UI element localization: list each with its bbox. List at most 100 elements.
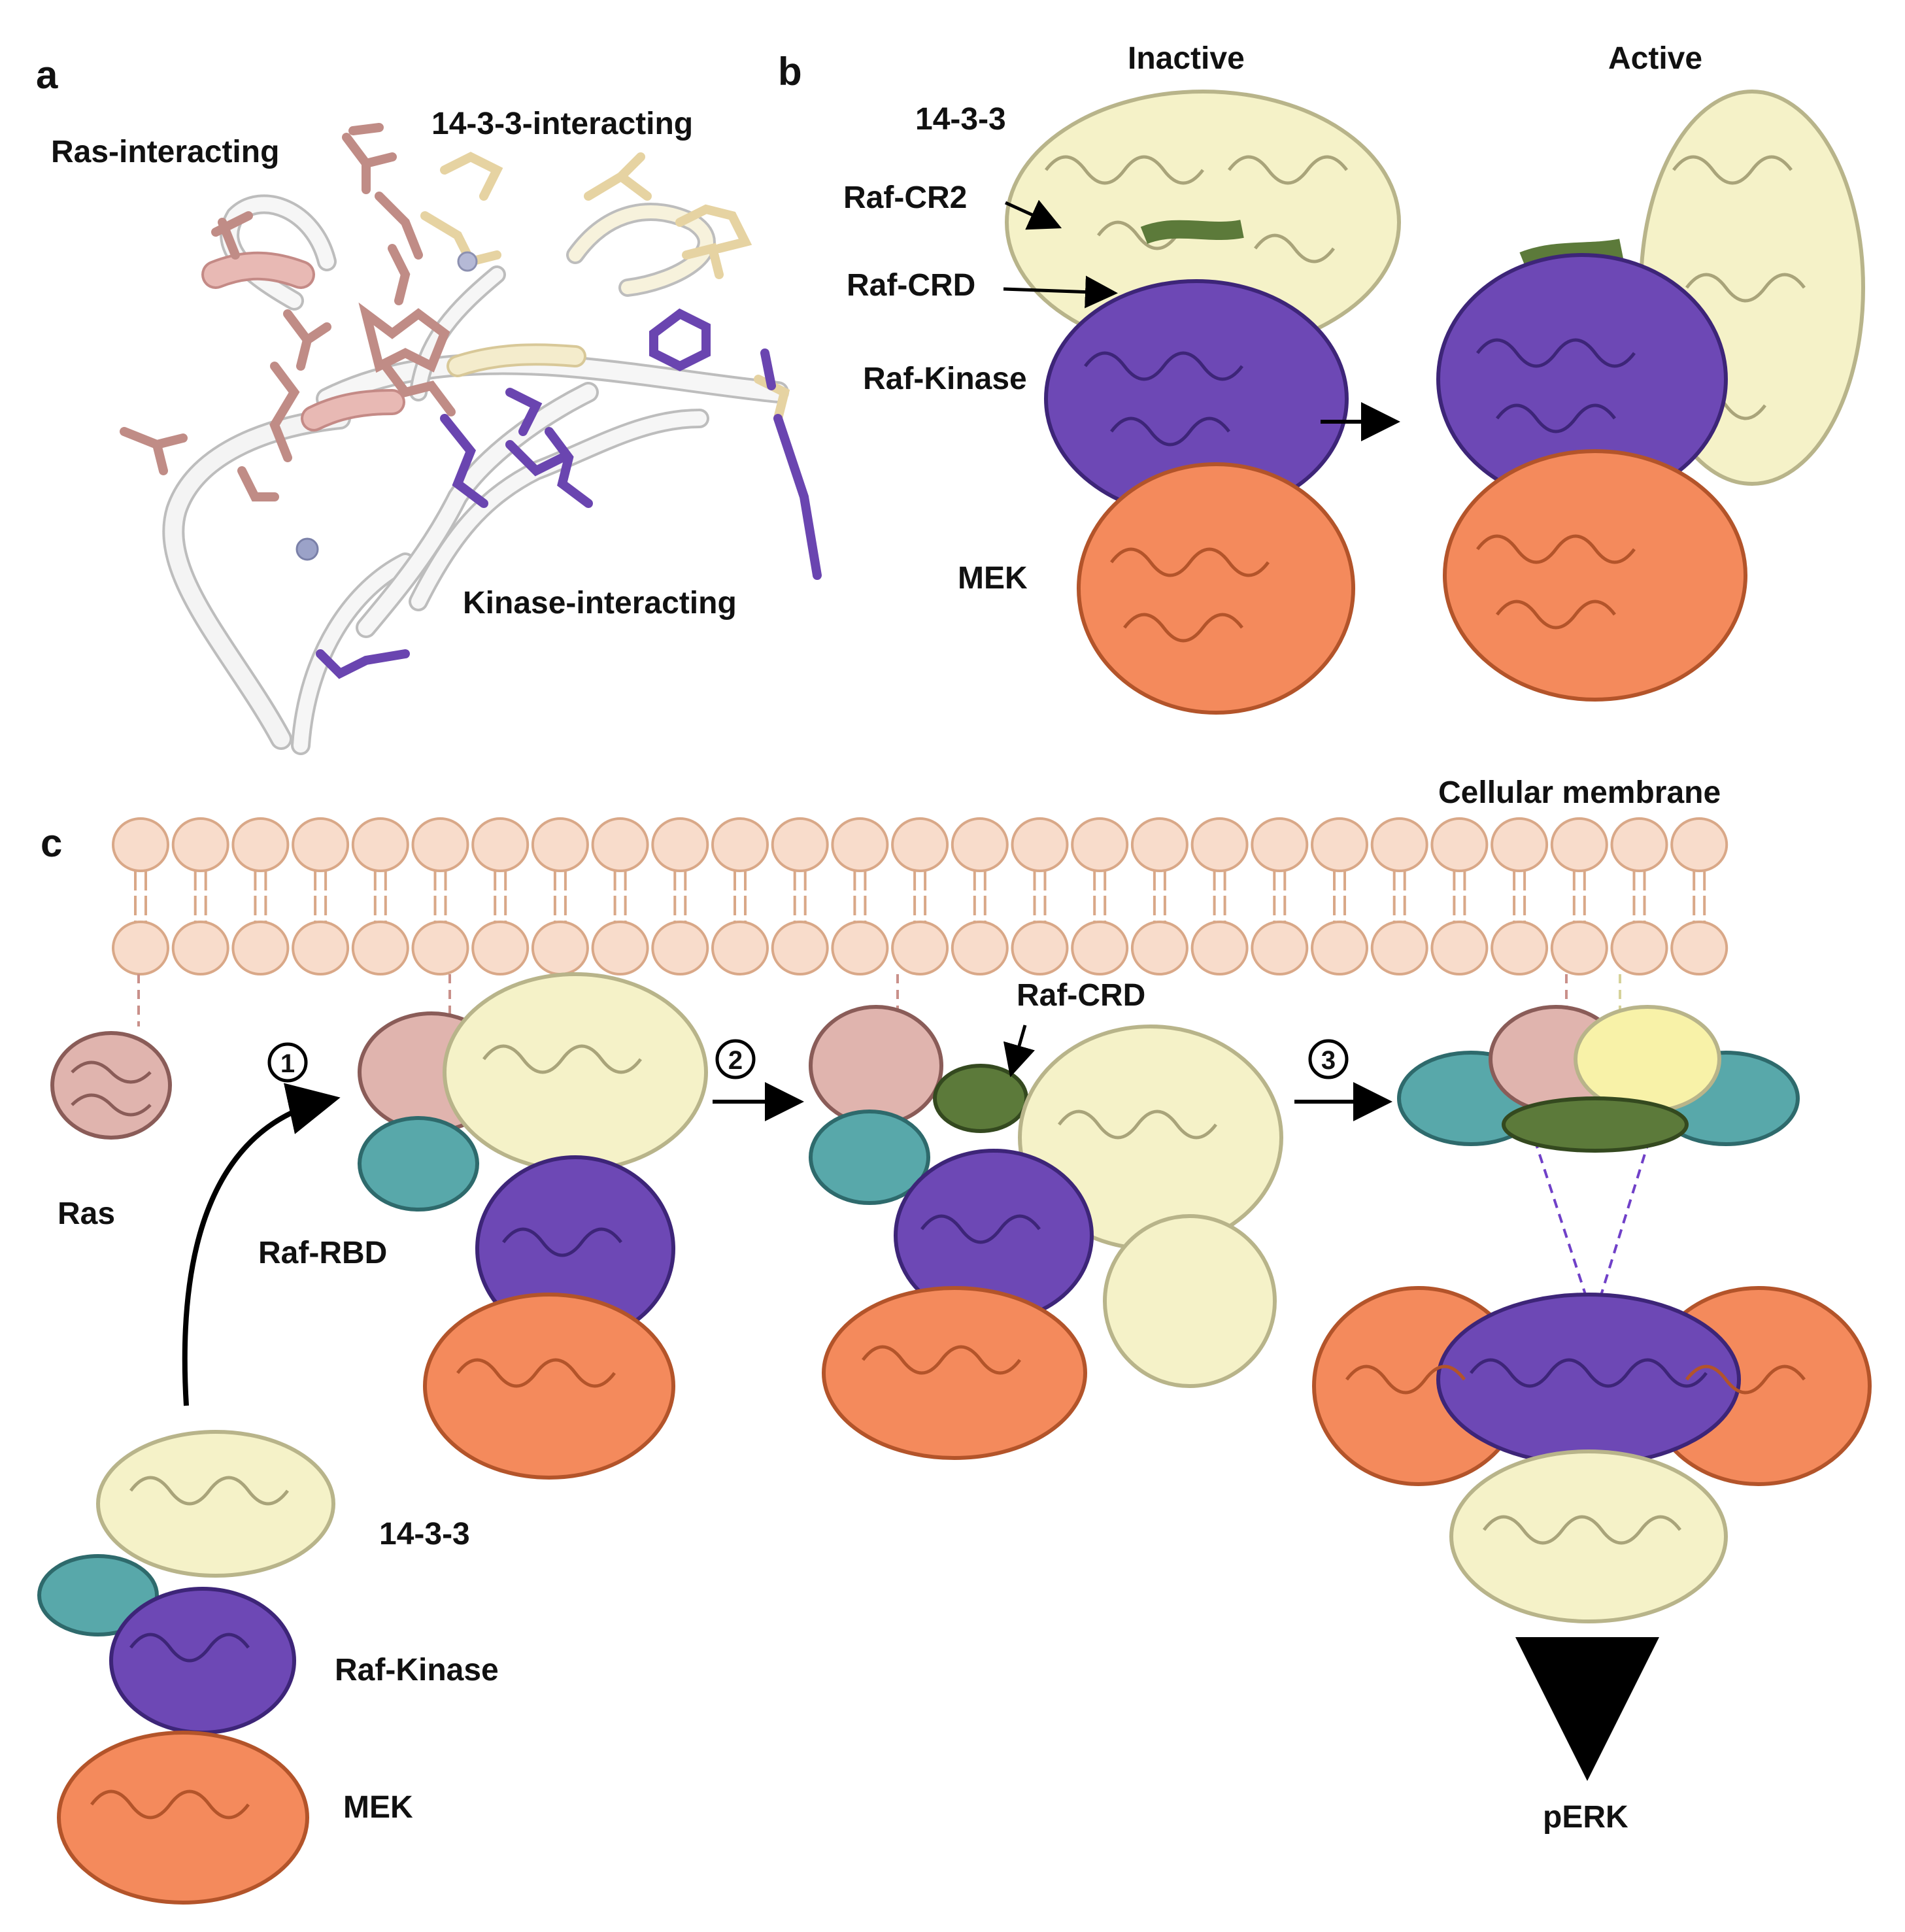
step-3-badge xyxy=(1308,1039,1349,1079)
panel-b-label-1433: 14-3-3 xyxy=(915,102,1006,137)
lipid-head-inner xyxy=(831,921,889,975)
panel-c: c Cellular membrane Ras xyxy=(37,775,1872,1905)
panel-b-letter: b xyxy=(778,50,802,93)
panel-a-sidechains-kinase xyxy=(316,308,822,679)
lipid-head-inner xyxy=(1190,921,1249,975)
lipid-head-outer xyxy=(1011,817,1069,872)
lipid-head-inner xyxy=(771,921,829,975)
lipid-head-inner xyxy=(292,921,350,975)
cr2-pointer-arrow xyxy=(1004,199,1062,230)
panel-b-label-kinase: Raf-Kinase xyxy=(863,362,1027,396)
lipid-head-outer xyxy=(1071,817,1129,872)
panel-a-label-kinase: Kinase-interacting xyxy=(463,586,737,620)
lipid-head-outer xyxy=(1670,817,1728,872)
lipid-head-inner xyxy=(1311,921,1368,975)
recruitment-arrow xyxy=(182,1083,341,1406)
state-active-label: Active xyxy=(1608,41,1702,76)
lipid-head-outer xyxy=(531,817,589,872)
zinc-ion-icon xyxy=(295,537,319,561)
lipid-head-inner xyxy=(1370,921,1428,975)
lipid-head-outer xyxy=(1370,817,1428,872)
step-1-number: 1 xyxy=(280,1049,295,1078)
c-label-crd: Raf-CRD xyxy=(1017,978,1145,1013)
lipid-head-outer xyxy=(1550,817,1608,872)
lipid-head-outer xyxy=(951,817,1009,872)
panel-b: b Inactive Active 14-3-3 xyxy=(778,41,1865,715)
lipid-head-outer xyxy=(591,817,649,872)
lipid-head-inner xyxy=(891,921,949,975)
ras-structure xyxy=(50,1031,172,1140)
active-mek-blob xyxy=(1443,449,1747,702)
active-complex xyxy=(1436,90,1865,702)
lipid-head-outer xyxy=(891,817,949,872)
complex-step3 xyxy=(1312,1005,1872,1623)
ras-label: Ras xyxy=(58,1196,115,1231)
lipid-head-inner xyxy=(1130,921,1189,975)
step-3-number: 3 xyxy=(1321,1046,1336,1075)
lipid-head-inner xyxy=(171,921,229,975)
inactive-mek-blob xyxy=(1077,462,1355,715)
lipid-head-inner xyxy=(1430,921,1489,975)
lipid-head-inner xyxy=(1011,921,1069,975)
lipid-head-inner xyxy=(711,921,769,975)
complex-step2 xyxy=(809,1005,1283,1460)
panel-a-label-1433: 14-3-3-interacting xyxy=(431,107,693,141)
lipid-head-outer xyxy=(171,817,229,872)
lipid-head-inner xyxy=(651,921,709,975)
step-2-badge xyxy=(715,1039,756,1079)
panel-b-label-cr2: Raf-CR2 xyxy=(843,180,967,215)
crd-pointer-arrow-c xyxy=(1003,1025,1036,1077)
lipid-head-inner xyxy=(411,921,469,975)
lipid-head-inner xyxy=(1491,921,1549,975)
step-1-badge xyxy=(267,1042,308,1083)
lipid-head-outer xyxy=(1491,817,1549,872)
membrane-label: Cellular membrane xyxy=(1438,775,1721,810)
complex-step1 xyxy=(358,972,708,1480)
lipid-head-inner xyxy=(1670,921,1728,975)
step-1: 1 xyxy=(267,1042,308,1083)
panel-a-structure xyxy=(162,194,789,755)
lipid-head-inner xyxy=(531,921,589,975)
lipid-head-outer xyxy=(231,817,290,872)
lipid-head-outer xyxy=(292,817,350,872)
lipid-head-outer xyxy=(651,817,709,872)
panel-a: a xyxy=(36,53,822,755)
lipid-head-outer xyxy=(1311,817,1368,872)
c-label-kinase: Raf-Kinase xyxy=(335,1653,499,1687)
step-3: 3 xyxy=(1294,1039,1392,1121)
inactive-complex xyxy=(1005,90,1401,715)
cytosolic-complex xyxy=(37,1430,335,1905)
step-2: 2 xyxy=(713,1039,804,1121)
panel-c-letter: c xyxy=(41,821,62,865)
cellular-membrane xyxy=(112,817,1728,975)
lipid-head-outer xyxy=(711,817,769,872)
lipid-head-inner xyxy=(471,921,530,975)
lipid-head-inner xyxy=(231,921,290,975)
panel-a-letter: a xyxy=(36,53,58,97)
lipid-head-outer xyxy=(1610,817,1668,872)
panel-a-sidechains-ras xyxy=(120,123,456,501)
lipid-head-inner xyxy=(591,921,649,975)
lipid-head-outer xyxy=(1130,817,1189,872)
step-2-number: 2 xyxy=(728,1046,743,1075)
panel-b-label-crd: Raf-CRD xyxy=(847,268,975,303)
lipid-head-outer xyxy=(411,817,469,872)
lipid-head-outer xyxy=(1190,817,1249,872)
lipid-head-inner xyxy=(351,921,409,975)
lipid-head-outer xyxy=(351,817,409,872)
state-inactive-label: Inactive xyxy=(1128,41,1245,76)
c-label-mek: MEK xyxy=(343,1790,413,1825)
c-label-1433: 14-3-3 xyxy=(379,1517,470,1551)
lipid-head-inner xyxy=(1071,921,1129,975)
panel-a-label-ras: Ras-interacting xyxy=(51,135,279,169)
perk-label: pERK xyxy=(1543,1800,1628,1835)
lipid-head-outer xyxy=(1430,817,1489,872)
lipid-head-inner xyxy=(112,921,169,975)
lipid-head-outer xyxy=(831,817,889,872)
lipid-head-outer xyxy=(471,817,530,872)
zinc-ion-icon xyxy=(457,251,478,272)
lipid-head-outer xyxy=(112,817,169,872)
lipid-head-outer xyxy=(771,817,829,872)
lipid-head-inner xyxy=(951,921,1009,975)
